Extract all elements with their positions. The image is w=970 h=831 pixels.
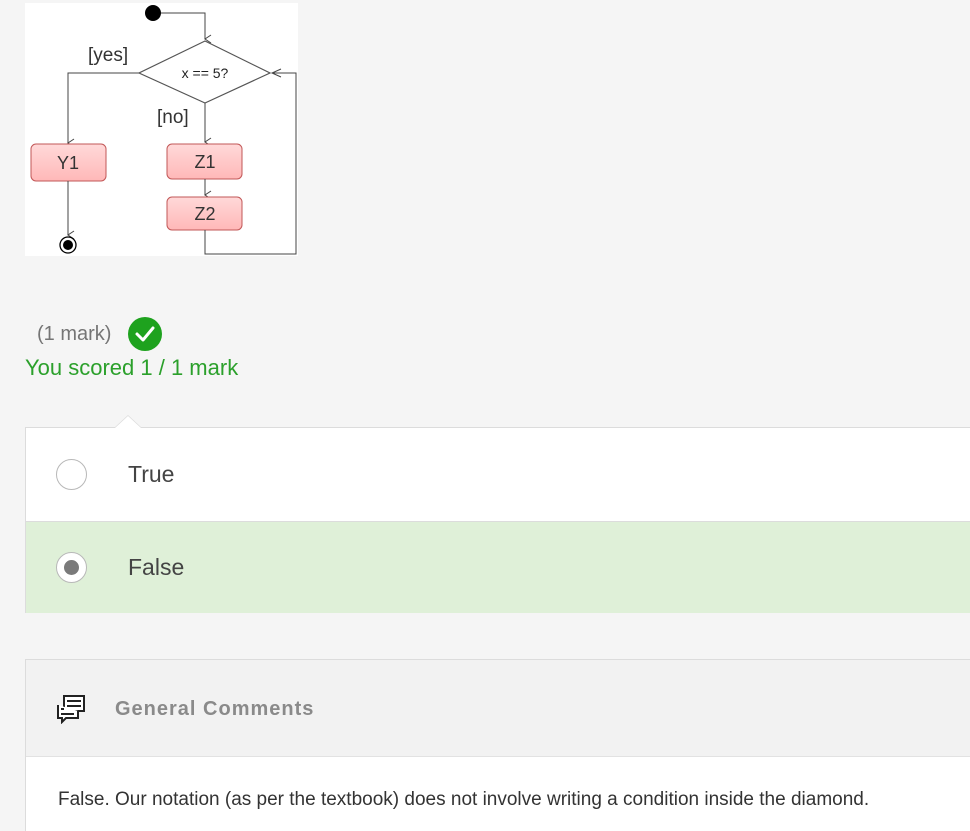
node-z1-label: Z1	[194, 152, 215, 172]
options-pointer	[114, 415, 142, 428]
marks-label: (1 mark)	[37, 322, 112, 345]
activity-diagram-image: x == 5? [yes] [no] Y1 Z1 Z2	[25, 3, 298, 256]
check-icon	[128, 317, 163, 351]
no-label: [no]	[157, 107, 189, 128]
radio-false[interactable]	[56, 552, 87, 583]
option-true[interactable]: True	[26, 428, 970, 522]
chat-bubbles-icon	[56, 694, 86, 729]
start-node	[145, 5, 161, 21]
comments-title: General Comments	[115, 698, 315, 720]
radio-selected-dot	[64, 560, 79, 575]
node-y1-label: Y1	[57, 153, 79, 173]
marks-row: (1 mark)	[37, 316, 163, 352]
option-false[interactable]: False	[26, 522, 970, 613]
radio-true[interactable]	[56, 459, 87, 490]
general-comments-panel: General Comments False. Our notation (as…	[25, 659, 970, 831]
flow-yes	[67, 72, 139, 148]
option-false-label: False	[128, 554, 185, 580]
answer-options: True False	[25, 415, 970, 613]
option-true-label: True	[128, 461, 175, 487]
flow-start-to-decision	[161, 12, 212, 44]
flow-loop-back	[204, 72, 297, 255]
node-z2-label: Z2	[194, 204, 215, 224]
comments-header: General Comments	[26, 660, 970, 757]
decision-condition: x == 5?	[182, 65, 229, 81]
yes-label: [yes]	[88, 45, 128, 66]
score-text: You scored 1 / 1 mark	[25, 355, 239, 380]
comments-text: False. Our notation (as per the textbook…	[58, 789, 870, 810]
